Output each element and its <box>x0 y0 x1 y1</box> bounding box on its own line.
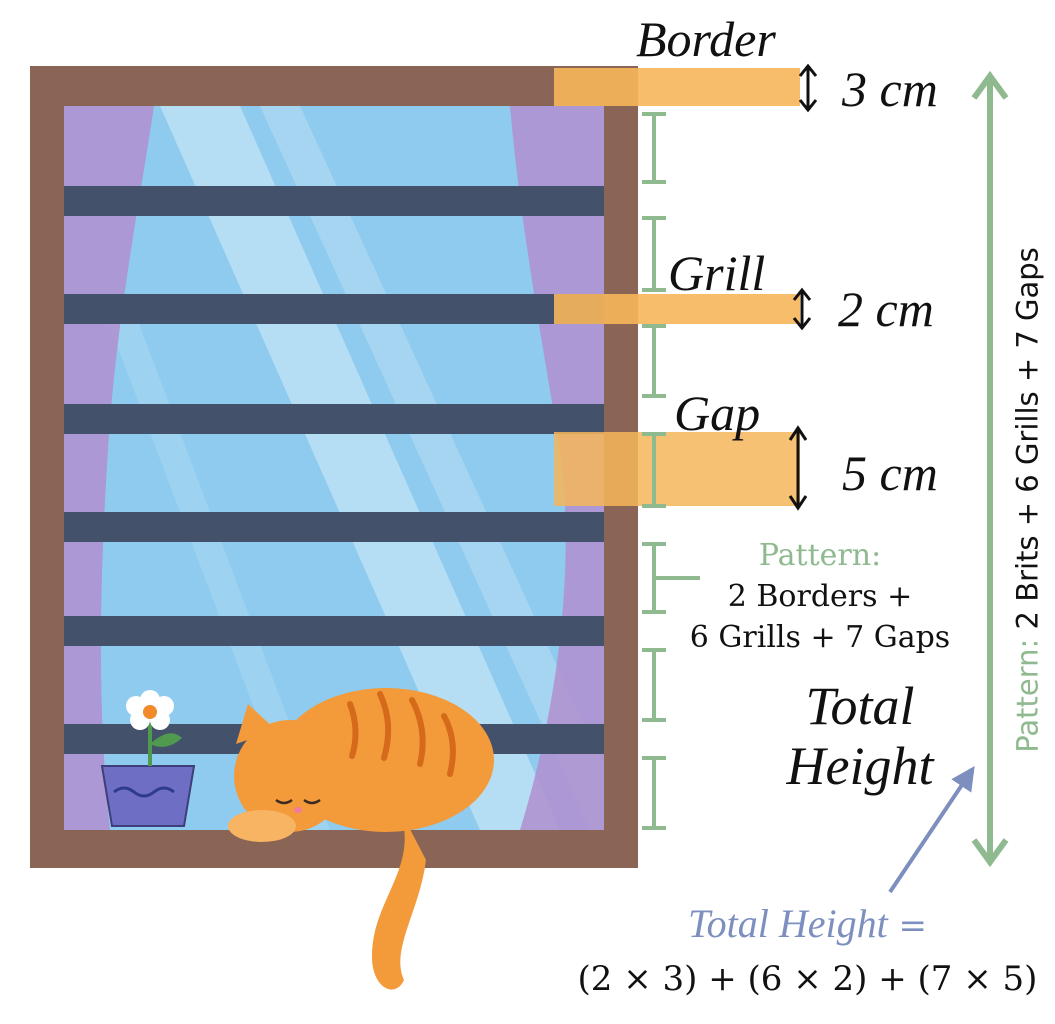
grill-value: 2 cm <box>838 281 934 337</box>
pattern-note: Pattern: 2 Borders + 6 Grills + 7 Gaps <box>660 536 980 658</box>
border-value: 3 cm <box>842 61 938 117</box>
side-pattern-note: Pattern: 2 Brits + 6 Grills + 7 Gaps <box>1010 247 1045 753</box>
total-height-line-1: Total <box>805 676 915 736</box>
formula-label: Total Height <box>688 901 888 946</box>
border-label: Border <box>636 11 776 67</box>
formula-equals: = <box>887 906 927 946</box>
gap-brackets <box>642 112 700 830</box>
gap-value: 5 cm <box>842 445 938 501</box>
total-height-arrow <box>971 70 1009 868</box>
border-highlight <box>554 68 800 106</box>
left-curtain <box>64 106 154 830</box>
sleeping-cat <box>228 688 494 990</box>
window-grills <box>64 186 604 754</box>
side-note-text: 2 Brits + 6 Grills + 7 Gaps <box>1010 247 1045 639</box>
formula-expression: (2 × 3) + (6 × 2) + (7 × 5) <box>577 959 1038 999</box>
dimension-arrows <box>788 63 818 511</box>
daisy-icon <box>126 690 174 730</box>
total-height-line-2: Height <box>786 736 934 797</box>
pointer-arrow <box>888 766 975 894</box>
side-note-title: Pattern: <box>1010 638 1045 753</box>
grill-label: Grill <box>668 245 766 301</box>
flower-pot <box>100 690 196 827</box>
formula: Total Height = (2 × 3) + (6 × 2) + (7 × … <box>560 894 1055 1005</box>
grill-highlight <box>554 294 800 324</box>
formula-heading: Total Height = <box>560 894 1055 954</box>
gap-label: Gap <box>674 385 761 441</box>
right-curtain <box>510 106 604 830</box>
pattern-line-2: 6 Grills + 7 Gaps <box>689 619 951 655</box>
pattern-line-1: 2 Borders + <box>727 578 913 614</box>
total-height-label: Total Height <box>760 676 960 797</box>
pattern-title: Pattern: <box>758 538 882 573</box>
gap-highlight <box>554 432 800 506</box>
